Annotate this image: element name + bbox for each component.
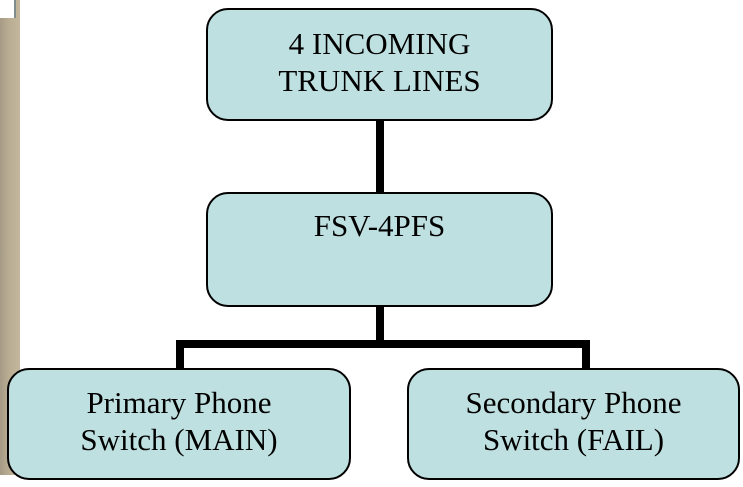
node-label-line: Switch (MAIN) bbox=[80, 422, 278, 457]
node-fsv-4pfs: FSV-4PFS bbox=[206, 192, 553, 307]
node-label-line: 4 INCOMING bbox=[288, 26, 471, 61]
connector-to-right bbox=[582, 340, 590, 368]
node-label-line: FSV-4PFS bbox=[313, 208, 446, 243]
node-secondary-phone-switch: Secondary Phone Switch (FAIL) bbox=[407, 368, 740, 480]
background-photo-strip bbox=[0, 0, 20, 475]
node-label-line: Switch (FAIL) bbox=[482, 422, 665, 457]
node-primary-phone-switch: Primary Phone Switch (MAIN) bbox=[7, 368, 351, 480]
connector-branch-horizontal bbox=[176, 340, 590, 348]
connector-top-to-mid bbox=[376, 121, 384, 192]
node-label-line: Primary Phone bbox=[86, 385, 272, 420]
node-label-line: Secondary Phone bbox=[465, 385, 682, 420]
connector-to-left bbox=[176, 340, 184, 368]
node-label-line: TRUNK LINES bbox=[278, 63, 481, 98]
background-corner bbox=[0, 0, 16, 18]
connector-mid-stem bbox=[376, 307, 384, 344]
node-incoming-trunk-lines: 4 INCOMING TRUNK LINES bbox=[206, 8, 553, 121]
